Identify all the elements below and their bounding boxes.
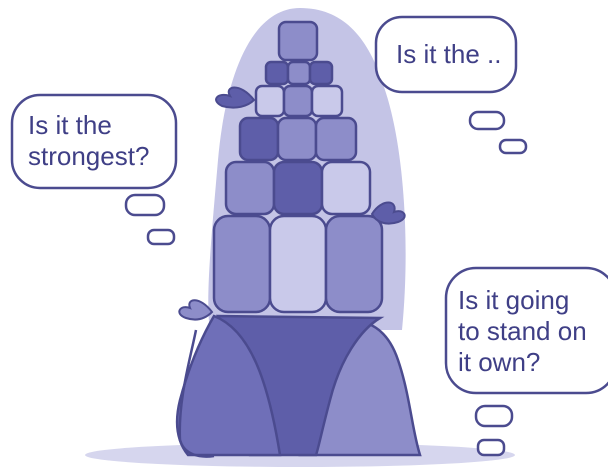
husk-leaves xyxy=(177,316,420,457)
kernel xyxy=(214,216,270,312)
thought-dot xyxy=(148,230,174,244)
kernel xyxy=(240,118,278,160)
kernel xyxy=(256,86,284,116)
thought-dot xyxy=(476,406,512,426)
thought-text-left-line2: strongest? xyxy=(28,141,149,172)
kernel xyxy=(278,118,316,160)
kernel xyxy=(288,62,310,84)
thought-text-left: Is it the strongest? xyxy=(28,110,149,172)
kernel xyxy=(270,216,326,312)
kernel xyxy=(279,22,317,60)
silk-tuft xyxy=(179,300,212,319)
thought-text-right-line3: it own? xyxy=(458,347,587,378)
thought-text-top-line: Is it the .. xyxy=(396,39,502,69)
thought-dot xyxy=(126,195,164,215)
thought-text-left-line1: Is it the xyxy=(28,110,149,141)
thought-text-right: Is it going to stand on it own? xyxy=(458,285,587,378)
thought-text-top: Is it the .. xyxy=(396,39,502,70)
kernel xyxy=(316,118,356,160)
thought-dot xyxy=(470,112,504,129)
kernel xyxy=(310,62,332,84)
thought-text-right-line1: Is it going xyxy=(458,285,587,316)
thought-dot xyxy=(500,140,526,153)
thought-dot xyxy=(478,440,504,455)
thought-text-right-line2: to stand on xyxy=(458,316,587,347)
kernel xyxy=(274,162,322,214)
kernel xyxy=(312,86,342,116)
kernel xyxy=(284,86,312,116)
kernel xyxy=(326,216,382,312)
kernel xyxy=(226,162,274,214)
kernel xyxy=(266,62,288,84)
kernel xyxy=(322,162,370,214)
